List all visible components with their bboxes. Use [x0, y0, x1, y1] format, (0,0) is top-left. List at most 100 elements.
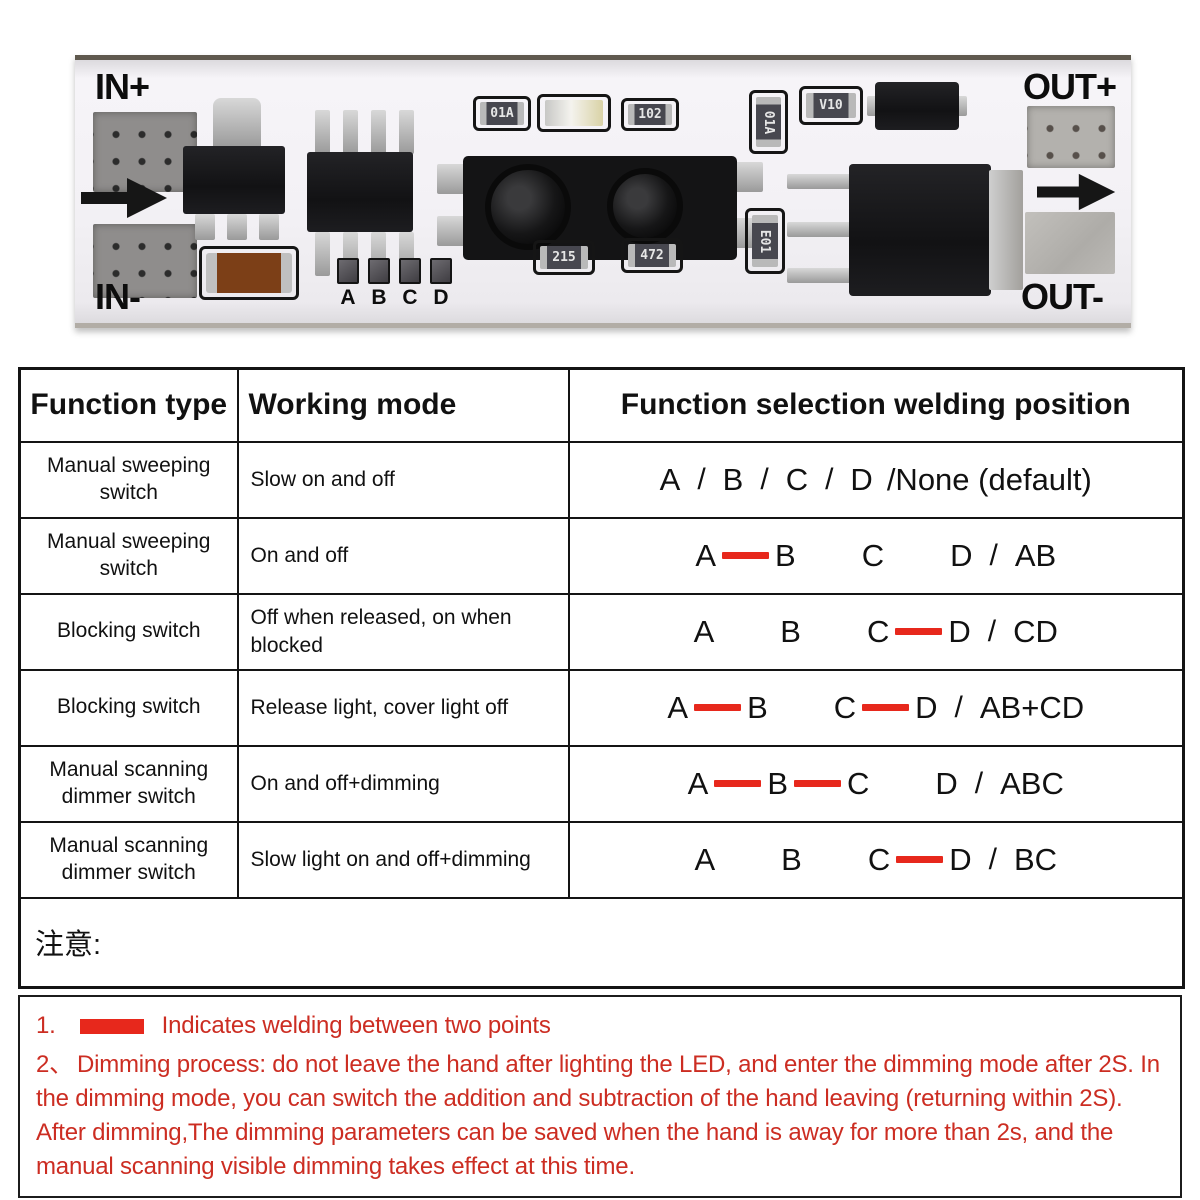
note-text: Indicates welding between two points — [161, 1011, 551, 1039]
weld-point-label: A — [687, 765, 709, 801]
weld-line — [714, 780, 762, 787]
in-minus-pad — [93, 224, 197, 298]
notice-label: 注意: — [18, 896, 1185, 988]
slash-separator: / — [954, 690, 963, 724]
weld-point-label: B — [775, 537, 796, 573]
jumper-pad — [337, 258, 359, 284]
weld-point-label: D — [915, 689, 938, 725]
note-number: 1. — [36, 1011, 56, 1039]
note-item: 1. Indicates welding between two points — [36, 1009, 1164, 1043]
weld-point-label: B — [780, 613, 801, 649]
jumper-pad — [368, 258, 390, 284]
jumper-pad — [430, 258, 452, 284]
resistor: 01A — [473, 96, 531, 131]
weld-point-label: AB+CD — [979, 689, 1085, 725]
ir-sensor — [437, 156, 763, 262]
jumper-pad-label: A — [340, 286, 356, 309]
weld-point-label: BC — [1013, 841, 1058, 877]
resistor-mark: 102 — [638, 107, 662, 122]
notes-box: 1. Indicates welding between two points 2、… — [18, 994, 1182, 1198]
resistor-mark: 215 — [552, 250, 576, 265]
weld-point-label: /None (default) — [886, 461, 1092, 497]
resistor: 01A — [749, 90, 788, 154]
content-area: Function type Working mode Function sele… — [18, 367, 1185, 1198]
resistor: E01 — [745, 208, 785, 274]
spacer — [809, 859, 861, 860]
out-plus-label: OUT+ — [1023, 66, 1117, 107]
table-header-row: Function type Working mode Function sele… — [18, 367, 1185, 443]
out-minus-pad — [1025, 212, 1115, 274]
resistor-mark: 472 — [640, 248, 664, 263]
spacer — [803, 555, 855, 556]
note-number: 2、 — [36, 1050, 73, 1078]
regulator-sot223 — [183, 98, 293, 268]
note-text: Dimming process: do not leave the hand a… — [36, 1050, 1160, 1180]
resistor-mark: E01 — [757, 229, 773, 253]
slash-separator: / — [697, 462, 706, 496]
in-plus-pad — [93, 112, 197, 192]
notice-row: 注意: — [18, 896, 1185, 988]
weld-point-label: C — [785, 461, 809, 497]
control-ic-soic8 — [307, 110, 417, 280]
function-type-cell: Blocking switch — [18, 668, 239, 747]
working-mode-cell: Slow on and off — [236, 440, 570, 519]
function-type-cell: Blocking switch — [18, 592, 239, 671]
weld-point-label: C — [867, 841, 891, 877]
weld-line — [794, 780, 841, 787]
function-table: Function type Working mode Function sele… — [18, 367, 1185, 989]
note-item: 2、Dimming process: do not leave the hand… — [36, 1048, 1164, 1184]
weld-line — [895, 628, 943, 635]
weld-point-label: C — [833, 689, 857, 725]
spacer — [808, 631, 860, 632]
weld-point-label: B — [747, 689, 768, 725]
weld-point-label: B — [781, 841, 802, 877]
resistor: V10 — [799, 86, 863, 125]
resistor-mark: 01A — [760, 110, 776, 134]
abcd-pads — [337, 258, 467, 284]
weld-point-label: A — [693, 613, 715, 649]
in-minus-label: IN- — [95, 276, 141, 317]
weld-line — [896, 856, 944, 863]
jumper-pad-label: D — [433, 286, 449, 309]
weld-line — [694, 704, 742, 711]
resistor: 102 — [621, 98, 679, 131]
weld-point-label: D — [949, 841, 972, 877]
jumper-pad-label: C — [402, 286, 418, 309]
function-type-cell: Manual scanning dimmer switch — [18, 744, 239, 823]
ir-receiver-lens — [607, 168, 683, 244]
ir-emitter-lens — [485, 164, 571, 250]
resistor-mark: V10 — [819, 98, 843, 113]
weld-point-label: C — [847, 765, 870, 801]
weld-point-label: A — [694, 841, 716, 877]
welding-position-cell: A/B/C/D/None (default) — [567, 440, 1185, 519]
out-plus-pad — [1027, 106, 1115, 168]
slash-separator: / — [974, 766, 984, 800]
slash-separator: / — [989, 538, 998, 572]
spacer — [891, 555, 943, 556]
notes-list: 1. Indicates welding between two points 2、… — [36, 1009, 1164, 1184]
out-minus-label: OUT- — [1021, 276, 1104, 317]
working-mode-cell: On and off — [236, 516, 570, 595]
resistor-mark: 01A — [490, 106, 514, 121]
weld-line — [862, 704, 910, 711]
spacer — [722, 859, 774, 860]
in-plus-label: IN+ — [95, 66, 150, 107]
spacer — [876, 783, 928, 784]
function-type-cell: Manual sweeping switch — [18, 440, 239, 519]
slash-separator: / — [987, 614, 997, 648]
weld-point-label: CD — [1013, 613, 1058, 649]
weld-point-label: A — [659, 461, 681, 497]
